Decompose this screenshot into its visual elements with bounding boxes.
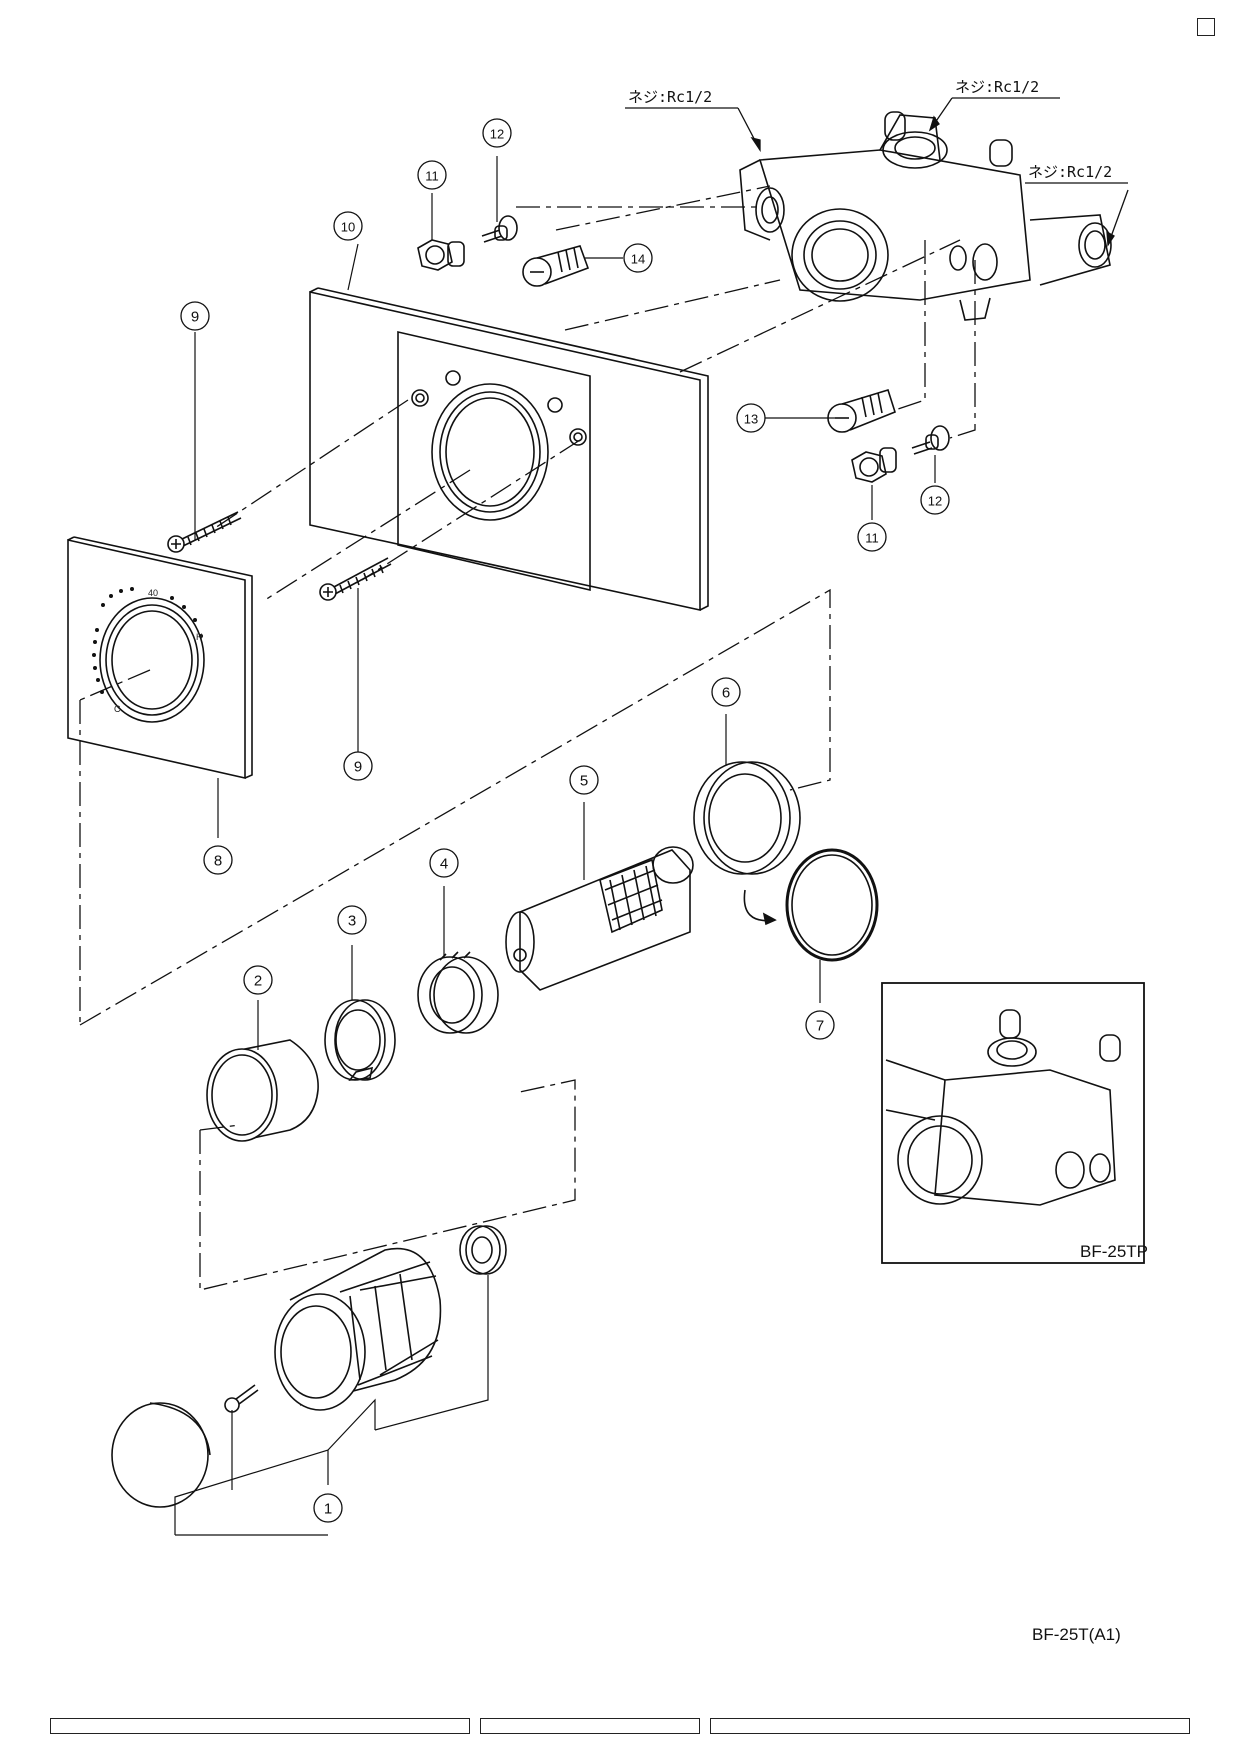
strainer-upper — [522, 245, 590, 287]
dial-markings: 40 H C — [114, 588, 203, 714]
model-code: BF-25T(A1) — [1032, 1625, 1121, 1644]
thread-labels: ネジ:Rc1/2 ネジ:Rc1/2 ネジ:Rc1/2 — [628, 78, 1112, 181]
footer-placeholder-bar — [50, 1717, 1190, 1735]
nut-lower — [851, 447, 897, 483]
screw-upper — [167, 511, 242, 553]
footer-segment-middle — [480, 1718, 700, 1734]
callout-4: 4 — [440, 856, 448, 873]
inset-label: BF-25TP — [1080, 1242, 1148, 1261]
nut-upper — [417, 239, 465, 271]
nut-4 — [417, 951, 499, 1034]
callout-leaders — [174, 156, 936, 1536]
cap — [111, 1402, 211, 1508]
thread-label-top: ネジ:Rc1/2 — [955, 78, 1039, 96]
assembly-lines — [79, 185, 976, 1291]
thread-label-left: ネジ:Rc1/2 — [628, 88, 712, 106]
corner-checkbox — [1197, 18, 1215, 36]
sleeve-2 — [206, 1039, 319, 1142]
callout-9-upper: 9 — [191, 309, 199, 326]
mounting-plate — [309, 287, 709, 611]
dial-mark-40: 40 — [148, 588, 158, 598]
callout-labels: 1 2 3 4 5 6 7 8 9 9 10 11 11 12 12 13 14 — [191, 127, 942, 1518]
callout-11-lower: 11 — [865, 531, 879, 546]
handle-screw — [224, 1384, 259, 1413]
footer-segment-right — [710, 1718, 1190, 1734]
dial-plate — [67, 536, 253, 780]
dial-mark-c: C — [114, 704, 121, 714]
callout-2: 2 — [254, 973, 262, 990]
footer-segment-left — [50, 1718, 470, 1734]
plug-lower — [911, 425, 950, 455]
callout-5: 5 — [580, 773, 588, 790]
cartridge-5 — [505, 846, 694, 991]
callout-1: 1 — [324, 1501, 332, 1518]
callout-7: 7 — [816, 1018, 824, 1035]
screw-lower — [319, 557, 392, 601]
adapter-ring — [459, 1225, 507, 1275]
dial-mark-h: H — [196, 632, 203, 642]
thread-label-right: ネジ:Rc1/2 — [1028, 163, 1112, 181]
ring-6 — [693, 761, 801, 875]
callout-12-lower: 12 — [928, 494, 942, 509]
thread-label-leaders — [625, 97, 1129, 247]
callout-10: 10 — [341, 220, 355, 235]
callout-8: 8 — [214, 853, 222, 870]
plug-upper — [481, 215, 518, 243]
callout-14: 14 — [631, 252, 645, 267]
strainer-lower — [827, 389, 896, 433]
callout-13: 13 — [744, 412, 758, 427]
bearing-3 — [324, 999, 396, 1081]
callout-circles — [180, 118, 950, 1523]
handle-body — [274, 1247, 442, 1411]
oring-7 — [743, 848, 879, 962]
callout-11-upper: 11 — [425, 169, 439, 184]
callout-12-upper: 12 — [490, 127, 504, 142]
dial-scale-dots — [92, 587, 203, 694]
valve-body — [739, 111, 1112, 321]
callout-6: 6 — [722, 685, 730, 702]
callout-3: 3 — [348, 913, 356, 930]
inset-box — [881, 982, 1145, 1264]
callout-9-lower: 9 — [354, 759, 362, 776]
